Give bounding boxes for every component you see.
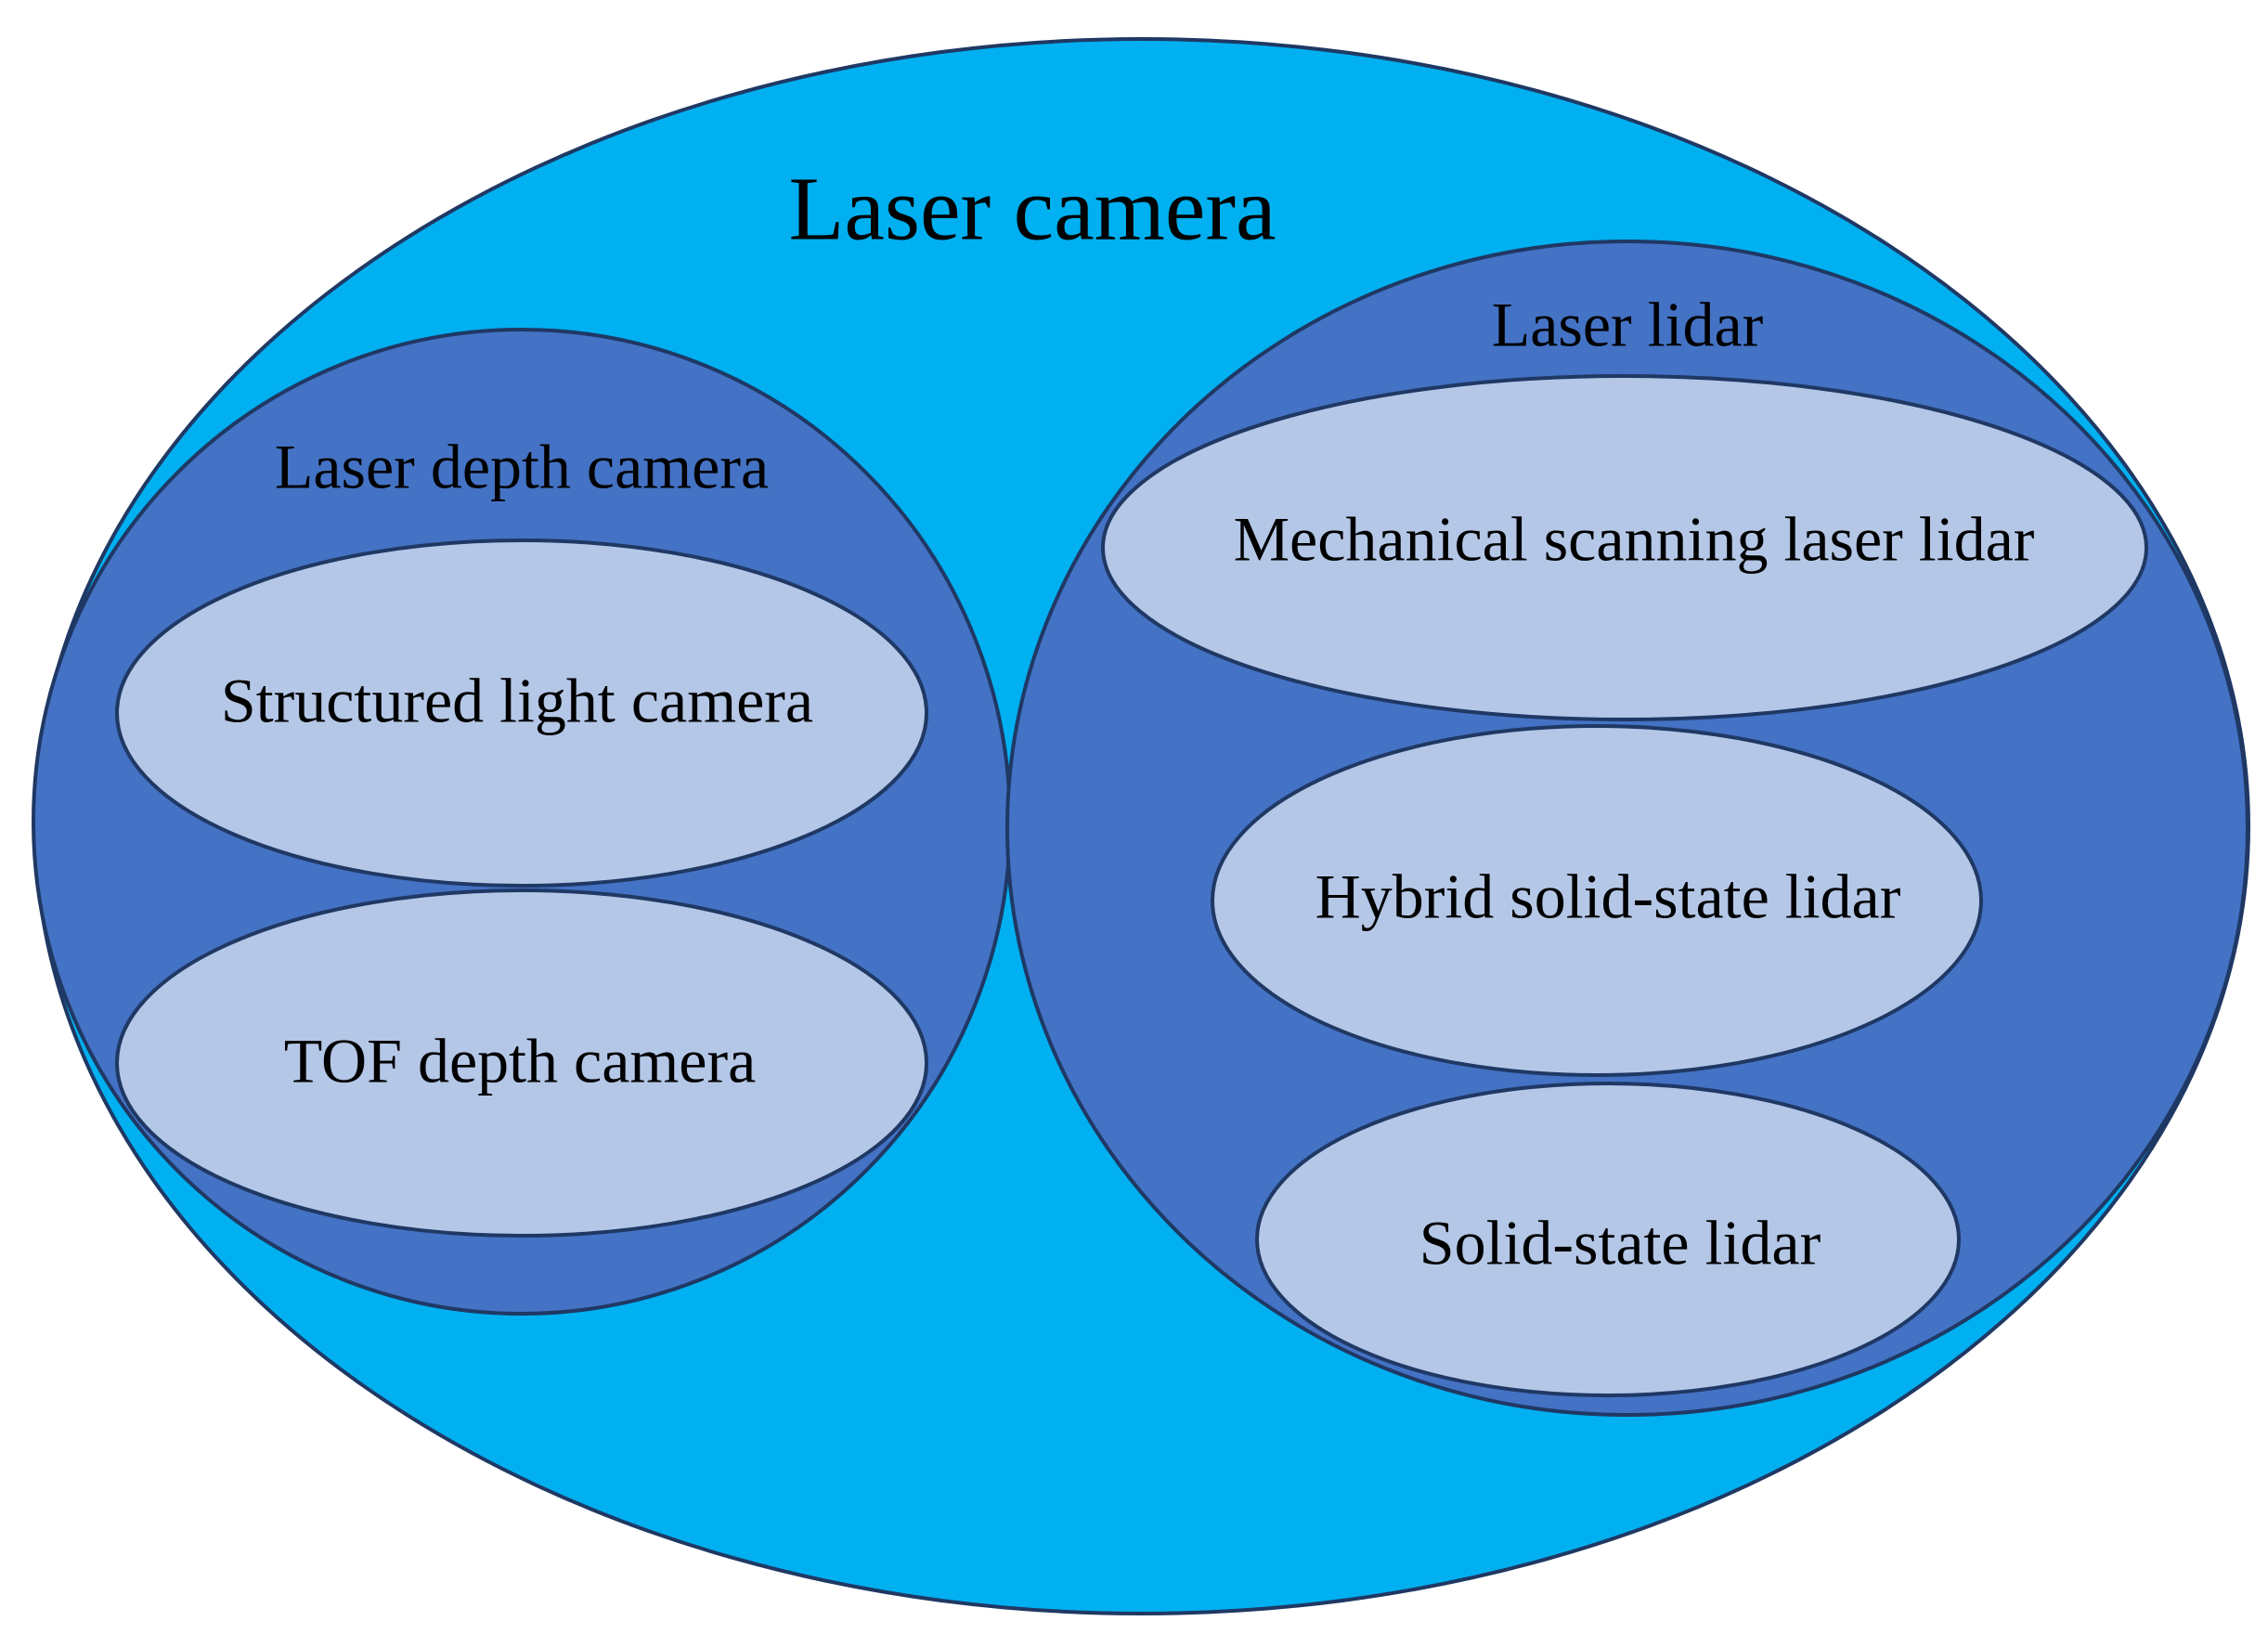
laser-camera-label: Laser camera	[789, 159, 1277, 259]
solid-state-lidar-label: Solid-state lidar	[1419, 1208, 1821, 1278]
solid-state-lidar-set	[1255, 1082, 1961, 1397]
laser-lidar-label: Laser lidar	[1492, 290, 1764, 360]
laser-depth-camera-label: Laser depth camera	[275, 432, 769, 502]
hybrid-solid-state-lidar-set	[1211, 724, 1983, 1077]
hybrid-solid-state-lidar-label: Hybrid solid-state lidar	[1315, 862, 1901, 932]
tof-depth-camera-label: TOF depth camera	[284, 1026, 757, 1096]
tof-depth-camera-set	[115, 888, 928, 1238]
mechanical-scanning-laser-lidar-label: Mechanical scanning laser lidar	[1234, 504, 2035, 575]
structured-light-camera-set	[115, 538, 928, 888]
structured-light-camera-label: Structured light camera	[221, 666, 813, 736]
mechanical-scanning-laser-lidar-set	[1101, 374, 2148, 721]
